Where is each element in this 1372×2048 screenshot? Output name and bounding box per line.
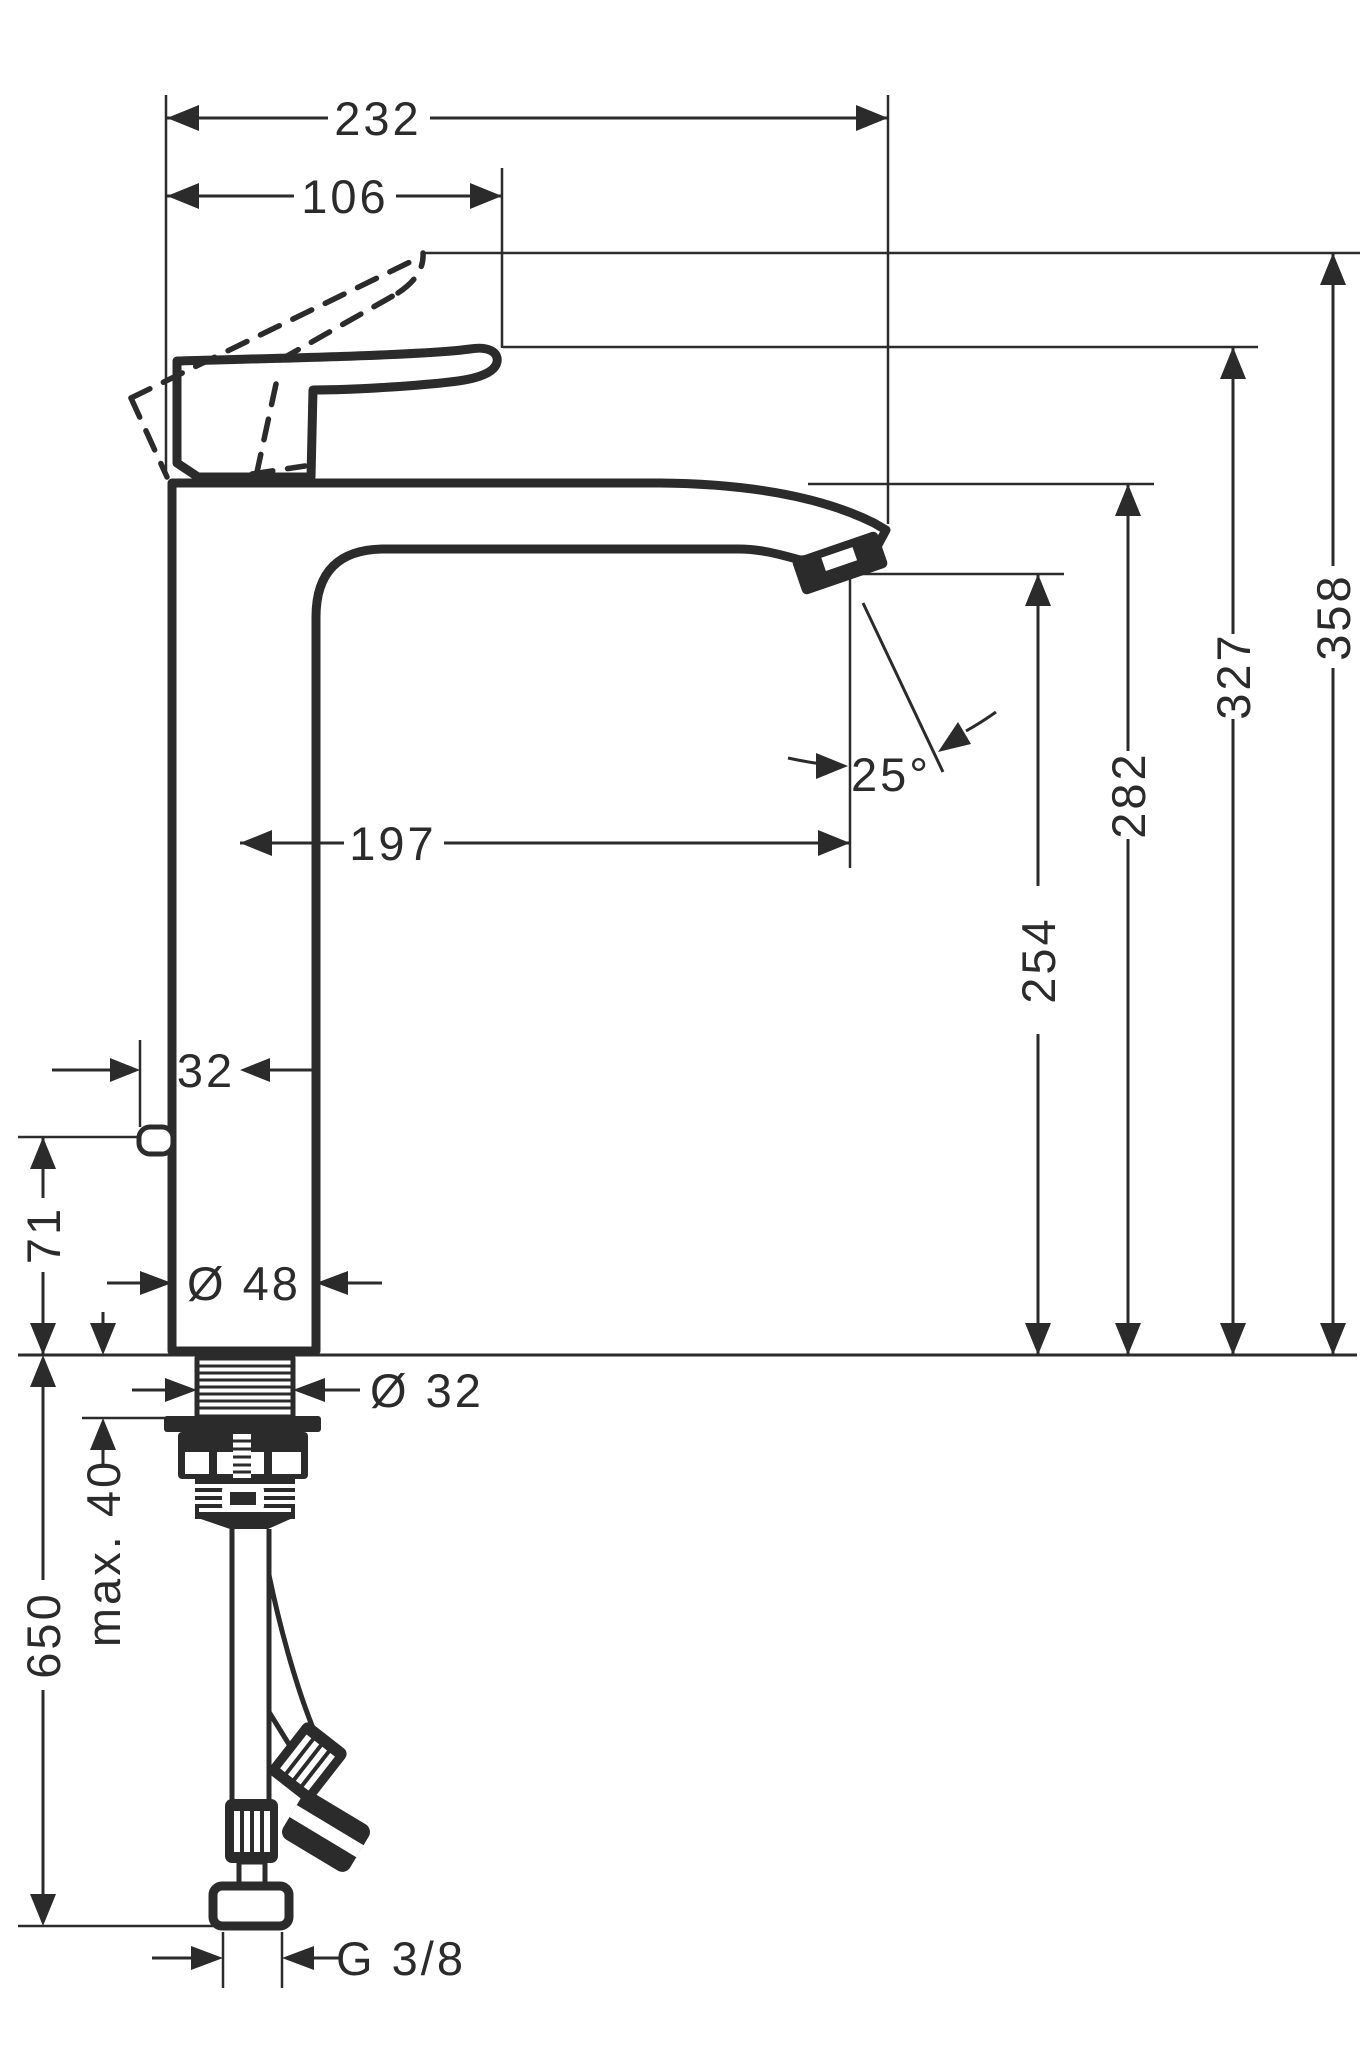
pull-rod-knob: [136, 1124, 176, 1157]
aerator: [792, 531, 888, 595]
dim-max-mounting-thickness-label: max. 40: [77, 1459, 130, 1647]
dim-shank-diameter: Ø 32: [132, 1364, 484, 1417]
dim-height-outlet-label: 254: [1012, 916, 1065, 1003]
dim-height-outlet: 254: [1012, 574, 1065, 1355]
dim-height-handle-closed: 327: [1207, 347, 1260, 1355]
dim-hose-length-label: 650: [17, 1591, 70, 1678]
dashed-handle-front-edge: [254, 381, 279, 475]
handle-open-position-dashed: [128, 250, 426, 480]
dim-pull-rod-height-label: 71: [17, 1206, 70, 1264]
vertical-hose: [229, 1529, 272, 1800]
vertical-hose-nut: [208, 1881, 294, 1931]
shank-threads: [197, 1364, 293, 1410]
dim-handle-projection: 106: [167, 170, 502, 223]
dim-shank-diameter-label: Ø 32: [370, 1364, 484, 1417]
dim-pull-rod-offset: 32: [52, 1044, 312, 1097]
diagonal-hose: [266, 1574, 318, 1748]
dim-hose-length: 650: [17, 1355, 70, 1926]
dim-thread-size-label: G 3/8: [336, 1932, 466, 1985]
faucet-body-and-spout: [167, 478, 891, 1356]
angle-slant-line: [861, 602, 945, 773]
dim-outlet-angle: 25°: [787, 602, 997, 801]
dashed-handle-lower-edge: [277, 290, 401, 363]
diagonal-hose-nut: [282, 1792, 370, 1872]
dim-height-handle-open-label: 358: [1307, 573, 1360, 660]
dim-spout-reach-label: 197: [349, 817, 436, 870]
diagonal-hose-braid: [269, 1722, 347, 1802]
dim-overall-depth: 232: [167, 92, 888, 145]
dim-max-mounting-thickness: max. 40: [77, 1312, 130, 1647]
supply-hoses: [208, 1529, 370, 1931]
dim-height-spout-top-label: 282: [1102, 751, 1155, 838]
dim-thread-size: G 3/8: [152, 1932, 466, 1985]
vertical-hose-braid: [225, 1799, 278, 1863]
dim-overall-depth-label: 232: [334, 92, 421, 145]
dim-height-handle-open: 358: [1307, 253, 1360, 1355]
dashed-handle-back-edge: [128, 395, 170, 480]
dim-pull-rod-offset-label: 32: [177, 1044, 235, 1097]
dim-outlet-angle-label: 25°: [851, 748, 931, 801]
dashed-handle-bottom-edge: [249, 463, 308, 477]
dim-pull-rod-height: 71: [17, 1137, 70, 1355]
dim-body-diameter-label: Ø 48: [187, 1257, 301, 1310]
dim-body-diameter: Ø 48: [107, 1257, 382, 1310]
dashed-handle-upper-edge: [128, 259, 413, 401]
dimension-annotations: 232 106 197 25°: [17, 92, 1360, 1985]
washer: [164, 1416, 321, 1432]
dim-handle-projection-label: 106: [301, 170, 388, 223]
dim-spout-reach: 197: [240, 817, 850, 870]
handle-closed: [172, 343, 502, 482]
dim-height-handle-closed-label: 327: [1207, 632, 1260, 719]
thread-block-taper: [195, 1517, 295, 1529]
mounting-hardware: [164, 1355, 321, 1529]
dim-height-spout-top: 282: [1102, 484, 1155, 1355]
dashed-handle-tip-curl: [395, 250, 426, 296]
faucet-outline: [136, 343, 891, 1356]
